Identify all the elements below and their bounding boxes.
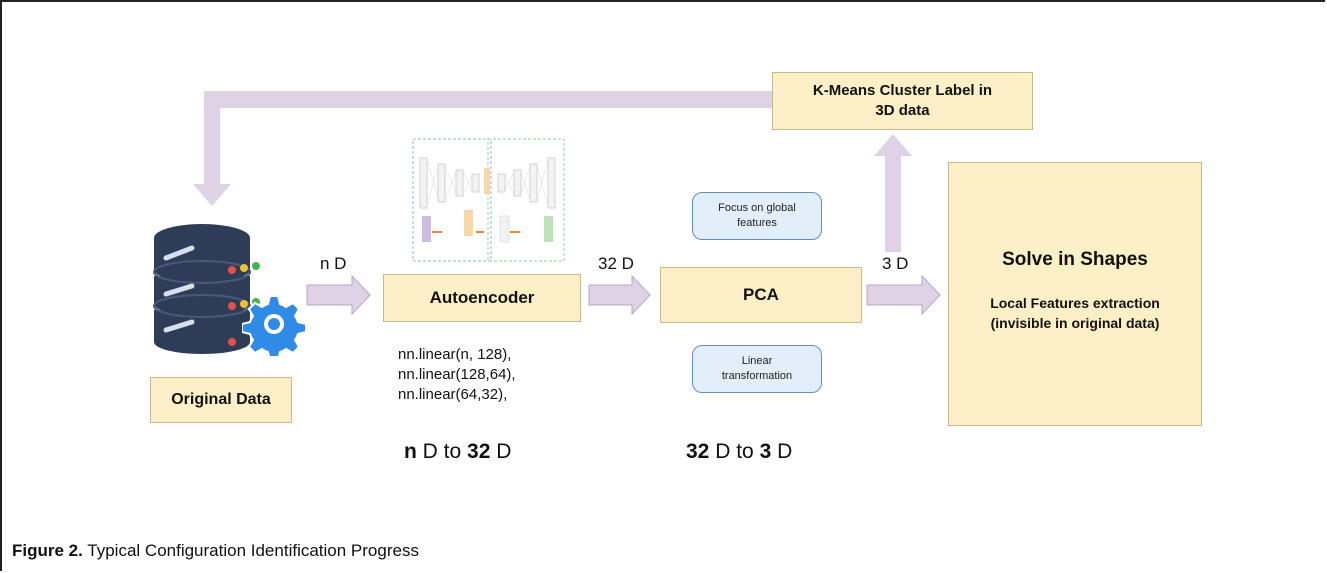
database-icon — [153, 224, 260, 354]
pca-note-global-line2: features — [737, 217, 777, 229]
pca-dim-mid: D to — [715, 440, 754, 463]
pca-dim-from: 32 — [686, 440, 710, 463]
layer-2: nn.linear(128,64), — [398, 366, 516, 383]
gear-icon — [242, 295, 306, 356]
caption-label: Figure 2. — [12, 541, 83, 560]
pca-note-linear-line1: Linear — [741, 355, 773, 367]
feedback-band-horizontal — [204, 91, 772, 108]
layer-3: nn.linear(64,32), — [398, 386, 508, 403]
edge-label-3d: 3 D — [882, 254, 909, 273]
layer-1: nn.linear(n, 128), — [398, 346, 512, 363]
figure-caption: Figure 2. Typical Configuration Identifi… — [12, 541, 419, 561]
pca-note-global-line1: Focus on global — [718, 202, 796, 214]
pca-label: PCA — [743, 285, 779, 304]
arrow-nd — [306, 274, 371, 316]
kmeans-up-band — [885, 154, 901, 252]
autoencoder-diagram-thumbnail — [412, 138, 565, 262]
edge-label-32d: 32 D — [598, 254, 634, 273]
pca-dimension-label: 32 D to 3 D — [686, 440, 792, 464]
ae-dim-to: 32 — [467, 440, 491, 463]
feedback-arrowhead — [193, 184, 231, 206]
solve-title: Solve in Shapes — [1002, 249, 1148, 270]
pca-note-global: Focus on global features — [692, 192, 822, 240]
original-data-label: Original Data — [171, 391, 271, 408]
feedback-band-vertical — [204, 91, 220, 186]
caption-text: Typical Configuration Identification Pro… — [87, 541, 419, 560]
kmeans-label-line2: 3D data — [875, 102, 930, 119]
kmeans-up-arrowhead — [874, 134, 912, 156]
pca-note-linear: Linear transformation — [692, 345, 822, 393]
original-data-box: Original Data — [150, 377, 292, 423]
ae-dim-from: n — [404, 440, 417, 463]
ae-dim-mid: D to — [422, 440, 462, 463]
pca-dim-to: 3 — [759, 440, 772, 463]
autoencoder-layer-list: nn.linear(n, 128), nn.linear(128,64), nn… — [398, 345, 516, 405]
pca-note-linear-line2: transformation — [721, 370, 793, 382]
pca-box: PCA — [660, 267, 862, 323]
solve-sub-line1: Local Features extraction — [990, 295, 1160, 311]
autoencoder-label: Autoencoder — [429, 288, 535, 307]
autoencoder-box: Autoencoder — [383, 274, 581, 322]
solve-sub-line2: (invisible in original data) — [990, 315, 1160, 331]
pca-dim-end: D — [777, 440, 793, 463]
edge-label-nd: n D — [320, 254, 347, 273]
kmeans-box: K-Means Cluster Label in 3D data — [772, 72, 1033, 130]
solve-in-shapes-box: Solve in Shapes Local Features extractio… — [948, 162, 1202, 426]
arrow-3d — [866, 274, 941, 316]
ae-dim-end: D — [496, 440, 512, 463]
autoencoder-dimension-label: n D to 32 D — [404, 440, 511, 464]
kmeans-label-line1: K-Means Cluster Label in — [812, 82, 993, 99]
arrow-32d — [588, 274, 651, 316]
